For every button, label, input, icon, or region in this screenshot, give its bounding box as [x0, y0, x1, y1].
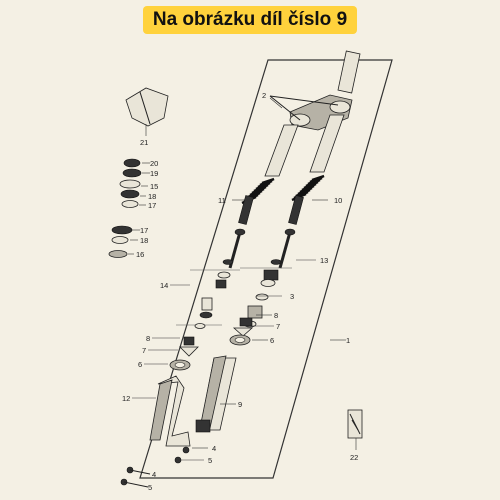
part-label-4b: 4: [152, 470, 156, 479]
part-label-18b: 18: [140, 236, 148, 245]
fork-top-assembly: [264, 50, 361, 177]
bottom-screws: [120, 466, 151, 488]
part-label-1: 1: [346, 336, 350, 345]
part-label-14: 14: [160, 281, 168, 290]
part-label-6a: 6: [138, 360, 142, 369]
part-label-5a: 5: [208, 456, 212, 465]
part-label-15: 15: [150, 182, 158, 191]
part-label-20: 20: [150, 159, 158, 168]
spring-right: [288, 174, 325, 225]
part-label-7a: 7: [142, 346, 146, 355]
part-label-19: 19: [150, 169, 158, 178]
part-label-21: 21: [140, 138, 148, 147]
fork-seals: [169, 317, 254, 371]
part-label-8a: 8: [146, 334, 150, 343]
part-label-10: 10: [334, 196, 342, 205]
part-label-6b: 6: [270, 336, 274, 345]
lower-legs: [149, 355, 237, 464]
spring-left: [238, 177, 275, 225]
leader-lines: [128, 97, 357, 461]
part-label-4a: 4: [212, 444, 216, 453]
part-label-2: 2: [262, 91, 266, 100]
part-label-16: 16: [136, 250, 144, 259]
banner-title: Na obrázku díl číslo 9: [142, 6, 358, 34]
part-label-9: 9: [238, 400, 242, 409]
small-parts-right: [240, 259, 292, 328]
part-label-7b: 7: [276, 322, 280, 331]
part-label-8b: 8: [274, 311, 278, 320]
part-label-17b: 17: [140, 226, 148, 235]
part-label-18a: 18: [148, 192, 156, 201]
part-label-11: 11: [218, 196, 226, 205]
damper-rods: [228, 228, 296, 269]
springs: [238, 174, 325, 225]
banner: Na obrázku díl číslo 9: [0, 0, 500, 40]
part-label-17a: 17: [148, 201, 156, 210]
part-label-22: 22: [350, 453, 358, 462]
part-label-13: 13: [320, 256, 328, 265]
part-label-5b: 5: [148, 483, 152, 492]
steering-head-parts: [108, 87, 169, 258]
part-label-3: 3: [290, 292, 294, 301]
small-parts-left: [176, 259, 240, 329]
plate-22: [347, 409, 363, 439]
part-label-12: 12: [122, 394, 130, 403]
